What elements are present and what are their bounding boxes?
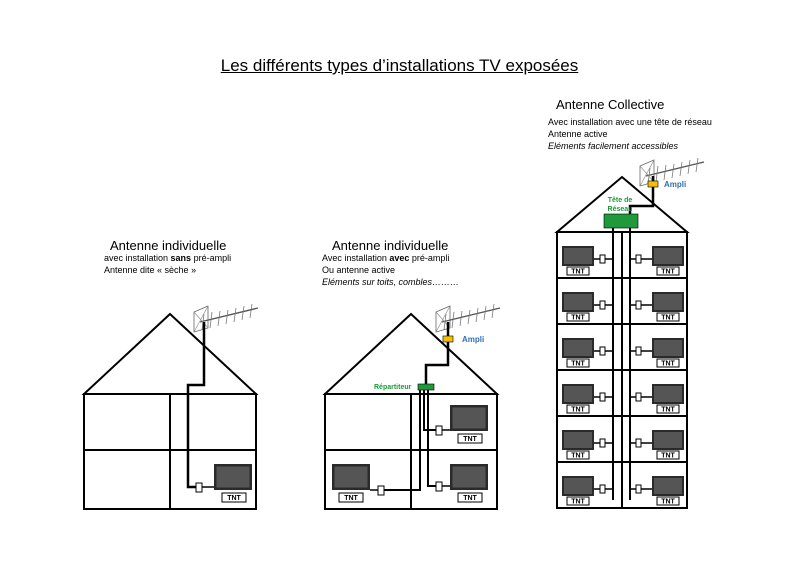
tv-icon — [332, 464, 370, 490]
tete-de-reseau-box — [603, 213, 639, 229]
house3-line3: Eléments facilement accessibles — [548, 141, 679, 151]
tnt-label: TNT — [571, 361, 585, 368]
tv-icon — [652, 246, 684, 266]
ampli-box — [647, 180, 659, 188]
ampli-label: Ampli — [664, 180, 686, 189]
tnt-label: TNT — [571, 315, 585, 322]
house1-line2: Antenne dite « sèche » — [104, 265, 197, 275]
floor-left-unit: TNT — [562, 476, 613, 506]
ampli-box — [442, 335, 454, 343]
tnt-label: TNT — [571, 407, 585, 414]
tv-icon — [562, 246, 594, 266]
house3-line2: Antenne active — [548, 129, 608, 139]
house2-heading: Antenne individuelle — [332, 238, 449, 253]
tnt-label: TNT — [571, 499, 585, 506]
tv-icon — [652, 384, 684, 404]
house3-line1: Avec installation avec une tête de résea… — [548, 117, 712, 127]
house3-heading: Antenne Collective — [556, 97, 665, 112]
tnt-label: TNT — [661, 407, 675, 414]
floor-right-unit: TNT — [630, 338, 684, 368]
tnt-label: TNT — [227, 495, 241, 502]
tnt-label: TNT — [661, 315, 675, 322]
floor-right-unit: TNT — [630, 430, 684, 460]
tv-icon — [652, 292, 684, 312]
tv-icon — [214, 464, 252, 490]
tnt-label: TNT — [463, 495, 477, 502]
house2-line2: Ou antenne active — [322, 265, 396, 275]
tnt-label: TNT — [571, 453, 585, 460]
repartiteur-box — [417, 383, 435, 391]
house2-line1: Avec installation avec pré-ampli — [322, 253, 450, 263]
tnt-label: TNT — [661, 269, 675, 276]
tnt-label: TNT — [571, 269, 585, 276]
tv-icon — [652, 338, 684, 358]
tnt-label: TNT — [661, 453, 675, 460]
tnt-label: TNT — [661, 361, 675, 368]
floor-left-unit: TNT — [562, 338, 613, 368]
tv-icon — [562, 384, 594, 404]
house1-line1: avec installation sans pré-ampli — [104, 253, 232, 263]
floor-left-unit: TNT — [562, 246, 613, 276]
floor-left-unit: TNT — [562, 384, 613, 414]
floors: TNT TNT TNT TNT TNT TNT TNT TNT TNT TNT TNT TNT — [562, 246, 684, 506]
floor-right-unit: TNT — [630, 292, 684, 322]
tv-icon — [562, 292, 594, 312]
house1: TNT — [81, 303, 259, 510]
tv-icon — [652, 476, 684, 496]
house2: Ampli Répartiteur TNT TNT TNT — [322, 303, 501, 510]
house2-line3: Eléments sur toits, combles……… — [322, 277, 460, 287]
tv-icon — [450, 464, 488, 490]
tete-label-line2: Réseau — [608, 206, 633, 213]
tv-icon — [652, 430, 684, 450]
house1-heading: Antenne individuelle — [110, 238, 227, 253]
tnt-label: TNT — [661, 499, 675, 506]
ampli-label: Ampli — [462, 335, 484, 344]
floor-left-unit: TNT — [562, 430, 613, 460]
antenna-icon — [435, 303, 501, 333]
tv-icon — [562, 476, 594, 496]
floor-left-unit: TNT — [562, 292, 613, 322]
tv-icon — [450, 405, 488, 431]
page-title: Les différents types d’installations TV … — [220, 56, 579, 75]
tnt-label: TNT — [344, 495, 358, 502]
tete-label-line1: Tête de — [608, 197, 633, 204]
tnt-label: TNT — [463, 436, 477, 443]
tv-icon — [562, 338, 594, 358]
floor-right-unit: TNT — [630, 476, 684, 506]
tv-icon — [562, 430, 594, 450]
floor-right-unit: TNT — [630, 384, 684, 414]
floor-right-unit: TNT — [630, 246, 684, 276]
repartiteur-label: Répartiteur — [374, 384, 412, 391]
